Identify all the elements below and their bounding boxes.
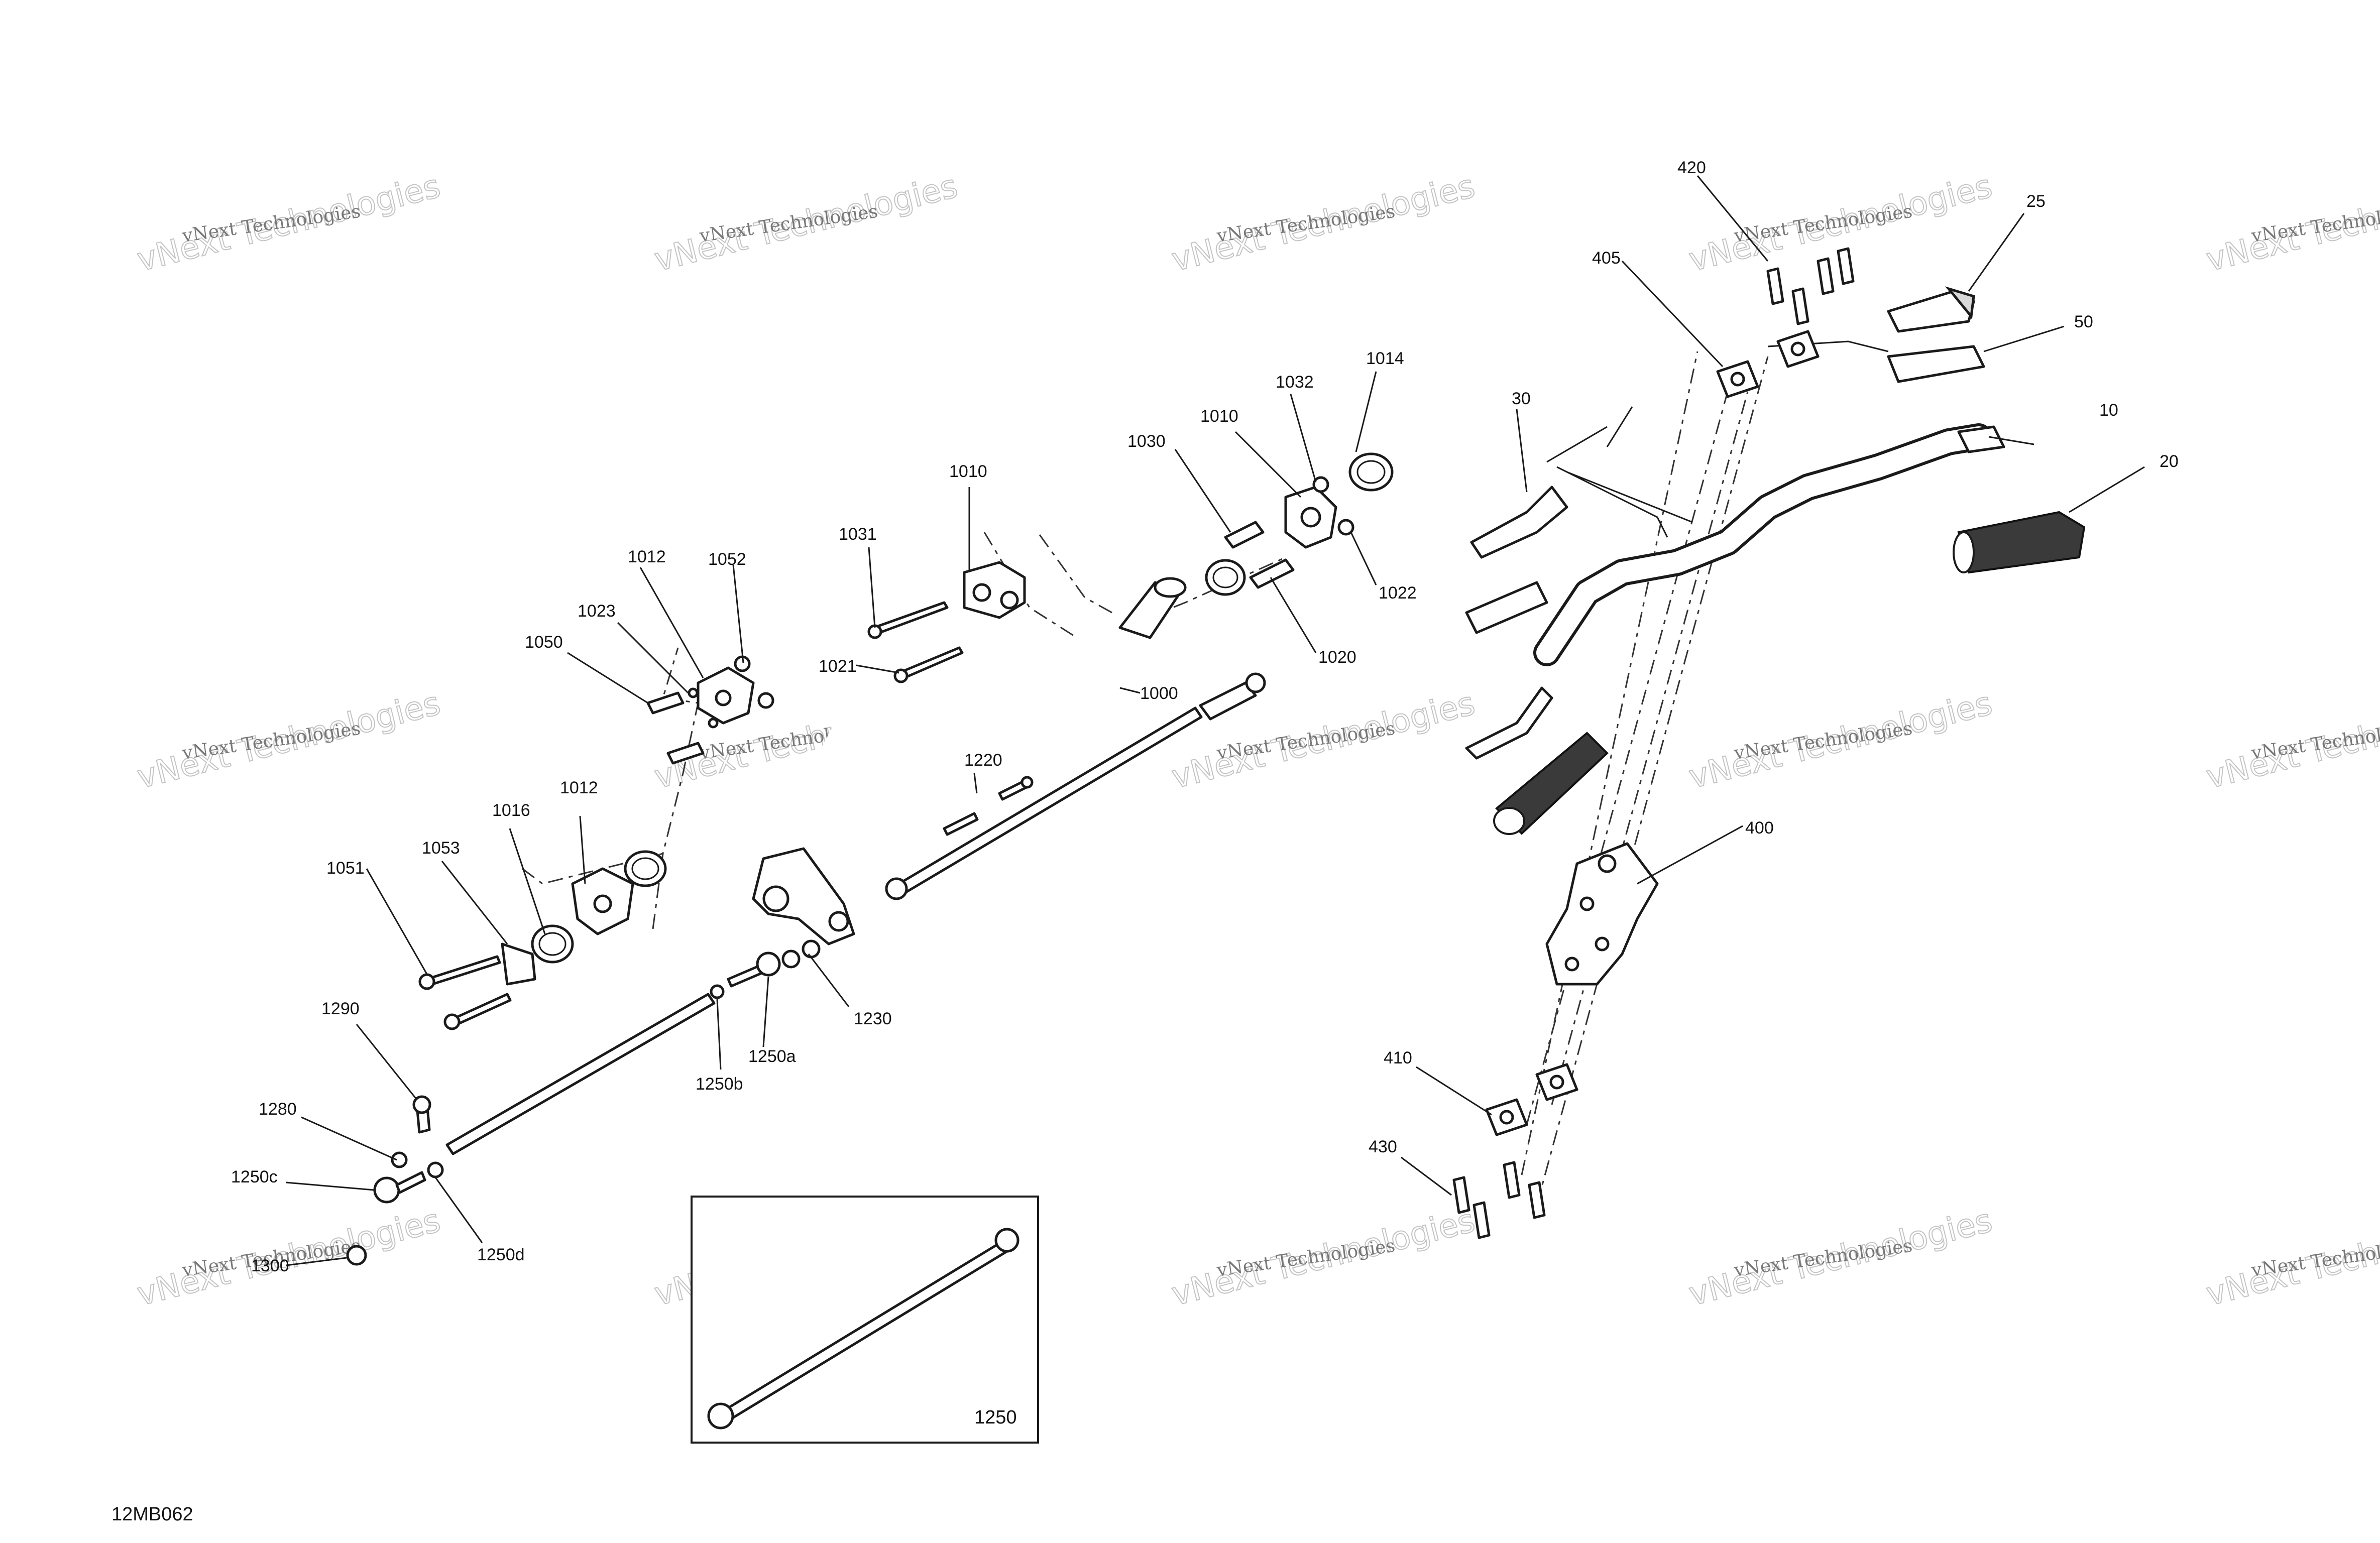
callout-1010-upper: 1010 bbox=[949, 462, 987, 481]
callout-1050: 1050 bbox=[525, 633, 563, 652]
callout-1022: 1022 bbox=[1379, 583, 1417, 603]
callout-400: 400 bbox=[1745, 818, 1774, 838]
diagram-reference-code: 12MB062 bbox=[111, 1504, 193, 1525]
callout-50: 50 bbox=[2074, 312, 2093, 331]
callout-1031: 1031 bbox=[839, 525, 877, 544]
callout-1220: 1220 bbox=[964, 751, 1002, 770]
callout-1020: 1020 bbox=[1318, 648, 1356, 667]
callout-405: 405 bbox=[1592, 249, 1621, 268]
callout-1012-upper: 1012 bbox=[628, 547, 666, 566]
callout-20: 20 bbox=[2160, 452, 2179, 471]
callout-1250b: 1250b bbox=[696, 1075, 743, 1094]
callout-1051: 1051 bbox=[326, 859, 365, 878]
callout-410: 410 bbox=[1384, 1048, 1412, 1067]
callout-1052: 1052 bbox=[708, 550, 746, 569]
leader-lines bbox=[286, 175, 2145, 1266]
callout-420: 420 bbox=[1677, 158, 1706, 177]
callout-1230: 1230 bbox=[854, 1009, 892, 1028]
callout-1030: 1030 bbox=[1127, 432, 1166, 451]
steering-column-assembly bbox=[346, 452, 1394, 1266]
callout-1012-lower: 1012 bbox=[560, 778, 598, 797]
callout-1300: 1300 bbox=[251, 1256, 289, 1275]
callout-1023: 1023 bbox=[578, 602, 616, 621]
inset-label: 1250 bbox=[974, 1407, 1017, 1428]
callout-1250c: 1250c bbox=[231, 1167, 278, 1186]
callout-1021: 1021 bbox=[819, 657, 857, 676]
callout-1053: 1053 bbox=[422, 839, 460, 858]
callout-labels: 1000 1010 1010 1012 1012 1014 1016 1020 … bbox=[231, 158, 2179, 1275]
callout-1032: 1032 bbox=[1276, 373, 1314, 392]
callout-1000: 1000 bbox=[1140, 684, 1178, 703]
callout-25: 25 bbox=[2026, 192, 2046, 211]
handlebar-assembly bbox=[1452, 247, 2086, 1239]
inset-1250: 1250 bbox=[691, 1196, 1039, 1444]
callout-1016: 1016 bbox=[492, 801, 530, 820]
callout-1250d: 1250d bbox=[477, 1245, 525, 1264]
callout-1010-right: 1010 bbox=[1200, 407, 1238, 426]
callout-1290: 1290 bbox=[321, 999, 360, 1018]
callout-1250a: 1250a bbox=[748, 1047, 796, 1066]
callout-1280: 1280 bbox=[259, 1100, 297, 1119]
callout-1014: 1014 bbox=[1366, 349, 1404, 368]
callout-30: 30 bbox=[1512, 389, 1531, 408]
callout-430: 430 bbox=[1369, 1137, 1397, 1156]
callout-10: 10 bbox=[2099, 401, 2118, 420]
